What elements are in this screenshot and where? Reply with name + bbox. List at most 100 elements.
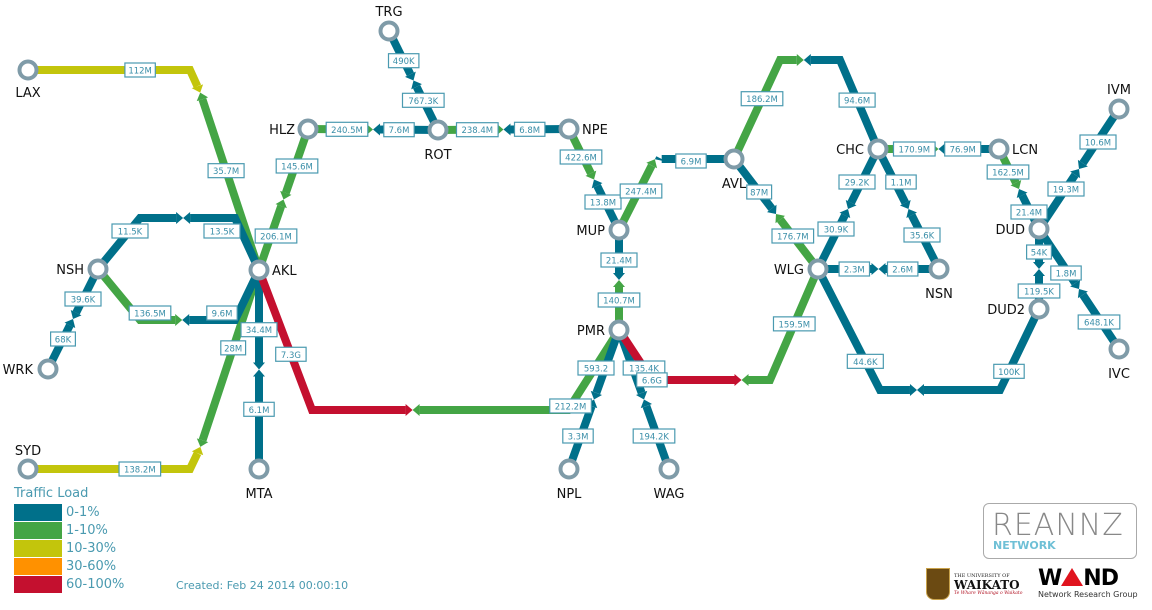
node-pmr[interactable]: PMR bbox=[577, 319, 630, 341]
link-akl-mta[interactable] bbox=[253, 270, 265, 469]
node-ring-icon[interactable] bbox=[87, 258, 109, 280]
node-ring-icon[interactable] bbox=[248, 458, 270, 480]
link-half-inbound-arrowhead bbox=[775, 214, 786, 224]
label-box bbox=[892, 141, 936, 157]
link-wlg-nsn[interactable] bbox=[818, 263, 939, 275]
node-ring-icon[interactable] bbox=[608, 319, 630, 341]
link-half-inbound-arrowhead bbox=[182, 314, 190, 326]
link-hlz-akl[interactable] bbox=[255, 127, 312, 272]
link-bandwidth-label: 138.2M bbox=[118, 461, 162, 477]
link-bandwidth-label: 194.2K bbox=[632, 428, 676, 444]
node-dud2[interactable]: DUD2 bbox=[987, 298, 1050, 320]
link-bandwidth-value: 119.5K bbox=[1024, 288, 1054, 298]
node-label: MTA bbox=[245, 487, 272, 502]
link-avl-chc[interactable] bbox=[730, 54, 882, 161]
node-lax[interactable]: LAX bbox=[15, 59, 41, 102]
link-akl-pmr[interactable] bbox=[255, 268, 623, 416]
label-box bbox=[584, 194, 622, 210]
node-label: LAX bbox=[15, 86, 40, 101]
waikato-logo-top: THE UNIVERSITY OF bbox=[954, 572, 1010, 579]
node-avl[interactable]: AVL bbox=[722, 148, 747, 193]
label-box bbox=[619, 183, 663, 199]
link-nsh-wrk[interactable] bbox=[44, 267, 102, 371]
node-ring-icon[interactable] bbox=[1108, 98, 1130, 120]
node-ring-icon[interactable] bbox=[723, 148, 745, 170]
node-mup[interactable]: MUP bbox=[576, 219, 630, 241]
node-rot[interactable]: ROT bbox=[424, 119, 452, 164]
node-ivm[interactable]: IVM bbox=[1107, 83, 1131, 120]
node-chc[interactable]: CHC bbox=[836, 138, 889, 160]
node-ring-icon[interactable] bbox=[1028, 298, 1050, 320]
link-trg-rot[interactable] bbox=[385, 29, 442, 132]
link-dud-ivm[interactable] bbox=[1035, 106, 1123, 232]
label-box bbox=[886, 261, 919, 277]
link-npe-mup[interactable] bbox=[565, 127, 623, 232]
node-wrk[interactable]: WRK bbox=[3, 358, 59, 380]
link-bandwidth-value: 13.5K bbox=[210, 228, 235, 238]
node-wag[interactable]: WAG bbox=[654, 458, 685, 503]
label-box bbox=[559, 149, 603, 165]
node-npl[interactable]: NPL bbox=[557, 458, 583, 503]
node-wlg[interactable]: WLG bbox=[774, 258, 829, 280]
link-nsh-akl-1[interactable] bbox=[94, 212, 263, 272]
link-bandwidth-value: 30.9K bbox=[824, 226, 849, 236]
node-ring-icon[interactable] bbox=[17, 59, 39, 81]
node-ring-icon[interactable] bbox=[37, 358, 59, 380]
link-half-outbound bbox=[28, 66, 202, 88]
link-bandwidth-label: 39.6K bbox=[64, 291, 102, 307]
link-syd-akl[interactable] bbox=[28, 268, 263, 473]
node-trg[interactable]: TRG bbox=[374, 5, 403, 42]
link-bandwidth-value: 19.3M bbox=[1053, 186, 1079, 196]
link-wlg-chc[interactable] bbox=[814, 147, 882, 271]
node-nsn[interactable]: NSN bbox=[925, 258, 953, 303]
node-npe[interactable]: NPE bbox=[558, 118, 608, 140]
label-box bbox=[771, 228, 815, 244]
node-ring-icon[interactable] bbox=[867, 138, 889, 160]
link-avl-wlg[interactable] bbox=[730, 156, 822, 272]
node-ring-icon[interactable] bbox=[988, 138, 1010, 160]
node-dud[interactable]: DUD bbox=[995, 218, 1050, 240]
label-box bbox=[49, 331, 76, 347]
node-ring-icon[interactable] bbox=[928, 258, 950, 280]
node-lcn[interactable]: LCN bbox=[988, 138, 1039, 160]
node-akl[interactable]: AKL bbox=[248, 259, 298, 281]
link-chc-nsn[interactable] bbox=[874, 147, 943, 271]
node-hlz[interactable]: HLZ bbox=[269, 118, 319, 140]
label-box bbox=[325, 121, 369, 137]
link-bandwidth-value: 6.6G bbox=[642, 376, 662, 386]
node-ring-icon[interactable] bbox=[658, 458, 680, 480]
node-ring-icon[interactable] bbox=[558, 458, 580, 480]
node-ring-icon[interactable] bbox=[608, 219, 630, 241]
node-ring-icon[interactable] bbox=[378, 20, 400, 42]
node-label: PMR bbox=[577, 324, 605, 339]
node-ring-icon[interactable] bbox=[248, 259, 270, 281]
link-pmr-wag[interactable] bbox=[615, 328, 673, 471]
node-ring-icon[interactable] bbox=[17, 458, 39, 480]
label-box bbox=[243, 401, 275, 417]
link-half-inbound-arrowhead bbox=[503, 123, 511, 136]
node-ivc[interactable]: IVC bbox=[1108, 338, 1130, 383]
link-half-inbound-arrowhead bbox=[938, 143, 946, 155]
link-wlg-dud2[interactable] bbox=[814, 267, 1043, 396]
link-half-inbound-arrowhead bbox=[803, 54, 811, 66]
link-bandwidth-value: 2.6M bbox=[892, 266, 913, 276]
node-ring-icon[interactable] bbox=[427, 119, 449, 141]
label-box bbox=[885, 174, 917, 190]
link-half-outbound-arrowhead bbox=[191, 84, 204, 93]
node-ring-icon[interactable] bbox=[807, 258, 829, 280]
link-bandwidth-value: 68K bbox=[55, 336, 72, 346]
link-half-inbound-arrowhead bbox=[196, 92, 209, 102]
link-mup-pmr[interactable] bbox=[613, 230, 625, 330]
node-ring-icon[interactable] bbox=[558, 118, 580, 140]
node-mta[interactable]: MTA bbox=[245, 458, 273, 503]
label-box bbox=[128, 305, 172, 321]
label-box bbox=[632, 428, 676, 444]
node-label: WRK bbox=[3, 363, 34, 378]
node-nsh[interactable]: NSH bbox=[56, 258, 109, 280]
node-ring-icon[interactable] bbox=[1108, 338, 1130, 360]
node-ring-icon[interactable] bbox=[297, 118, 319, 140]
legend-swatch bbox=[14, 557, 62, 575]
node-syd[interactable]: SYD bbox=[15, 444, 41, 480]
node-ring-icon[interactable] bbox=[1028, 218, 1050, 240]
link-half-outbound-arrowhead bbox=[734, 374, 742, 386]
